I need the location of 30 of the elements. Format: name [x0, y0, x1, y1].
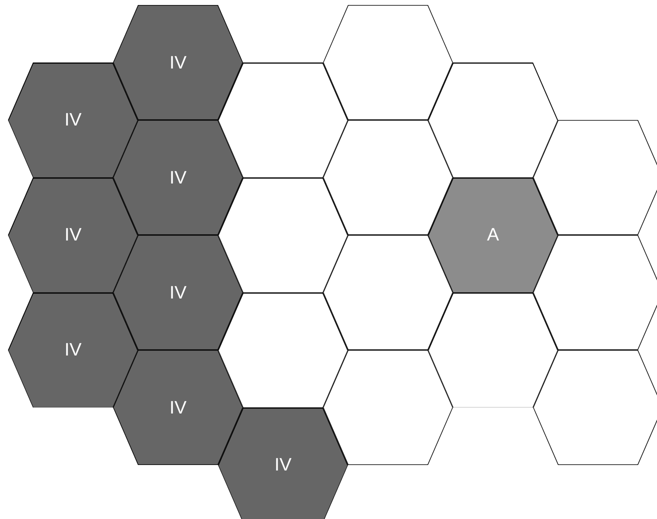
- cell-label: IV: [168, 167, 188, 188]
- hexagon-cell: [428, 178, 558, 292]
- cell-label: IV: [273, 454, 292, 476]
- hexagon-cell: [218, 292, 348, 408]
- hexagon-cell: [218, 178, 348, 292]
- hexagon-cell: [428, 292, 558, 408]
- cell-label: IV: [63, 340, 82, 360]
- hexagon-cell: [323, 350, 453, 465]
- hexagon-cell: [113, 5, 243, 120]
- hexagon-cell: [8, 292, 138, 408]
- cell-label: IV: [63, 110, 82, 130]
- hexagon-cell: [533, 235, 657, 350]
- hexagon-cell: [533, 350, 657, 465]
- cell-label: IV: [168, 282, 188, 303]
- cell-label: A: [486, 224, 500, 246]
- hexagon-cell: [113, 120, 243, 235]
- hexagon-cell: [218, 62, 348, 178]
- hexagon-cell: [113, 350, 243, 465]
- hexagon-cell: [323, 5, 453, 120]
- hexagon-cell: [428, 62, 558, 178]
- hexagon-cell: [323, 120, 453, 235]
- hexagon-cell: [8, 178, 138, 292]
- hexagon-cell: [218, 408, 348, 519]
- cell-label: IV: [63, 224, 82, 246]
- cell-label: IV: [168, 52, 188, 73]
- hexagon-cell: [8, 62, 138, 178]
- cell-label: IV: [168, 397, 188, 418]
- hexagon-cell: [323, 235, 453, 350]
- hexagon-cell: [113, 235, 243, 350]
- hexagon-cell: [533, 120, 657, 235]
